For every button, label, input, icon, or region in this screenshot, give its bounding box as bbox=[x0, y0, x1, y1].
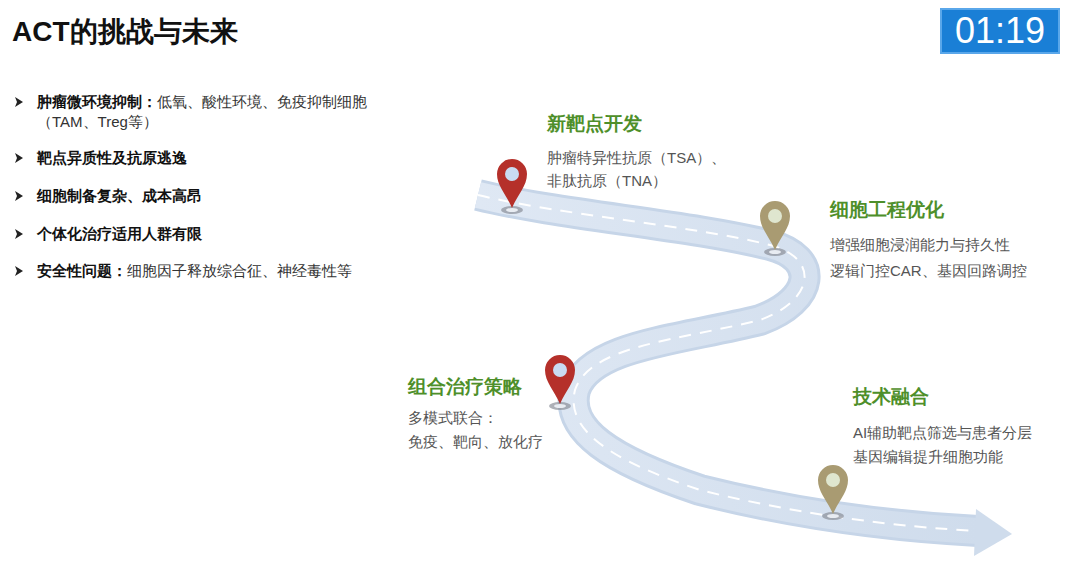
stage-text: 逻辑门控CAR、基因回路调控 bbox=[830, 261, 1027, 281]
bullet-markers bbox=[15, 97, 23, 276]
stage-heading: 细胞工程优化 bbox=[830, 198, 944, 222]
bullet-heading: 安全性问题： bbox=[37, 262, 127, 279]
stage-heading: 新靶点开发 bbox=[547, 112, 642, 136]
map-pin bbox=[818, 465, 848, 520]
stage-text: 非肽抗原（TNA） bbox=[547, 171, 667, 191]
stage-text: 增强细胞浸润能力与持久性 bbox=[830, 235, 1010, 255]
stage-heading: 组合治疗策略 bbox=[408, 375, 522, 399]
bullet-item: 安全性问题：细胞因子释放综合征、神经毒性等 bbox=[37, 261, 457, 281]
bullet-heading: 个体化治疗适用人群有限 bbox=[37, 224, 202, 244]
stage-text: 多模式联合： bbox=[408, 408, 498, 428]
stage-text: 肿瘤特异性抗原（TSA）、 bbox=[547, 148, 726, 168]
map-pin bbox=[545, 355, 575, 410]
timer-box: 01:19 bbox=[940, 8, 1060, 54]
bullet-item: 肿瘤微环境抑制：低氧、酸性环境、免疫抑制细胞（TAM、Treg等） bbox=[37, 92, 377, 132]
stage-heading: 技术融合 bbox=[853, 385, 929, 409]
stage-text: 基因编辑提升细胞功能 bbox=[853, 447, 1003, 467]
timer-text: 01:19 bbox=[955, 11, 1045, 51]
stage-text: 免疫、靶向、放化疗 bbox=[408, 432, 543, 452]
bullet-heading: 肿瘤微环境抑制： bbox=[37, 93, 157, 110]
map-pin bbox=[497, 159, 527, 214]
winding-road bbox=[478, 195, 1012, 556]
stage-text: AI辅助靶点筛选与患者分层 bbox=[853, 423, 1032, 443]
bullet-heading: 细胞制备复杂、成本高昂 bbox=[37, 186, 202, 206]
slide-title: ACT的挑战与未来 bbox=[12, 14, 238, 50]
map-pin bbox=[760, 201, 790, 256]
bullet-heading: 靶点异质性及抗原逃逸 bbox=[37, 148, 187, 168]
bullet-text: 细胞因子释放综合征、神经毒性等 bbox=[127, 262, 352, 279]
